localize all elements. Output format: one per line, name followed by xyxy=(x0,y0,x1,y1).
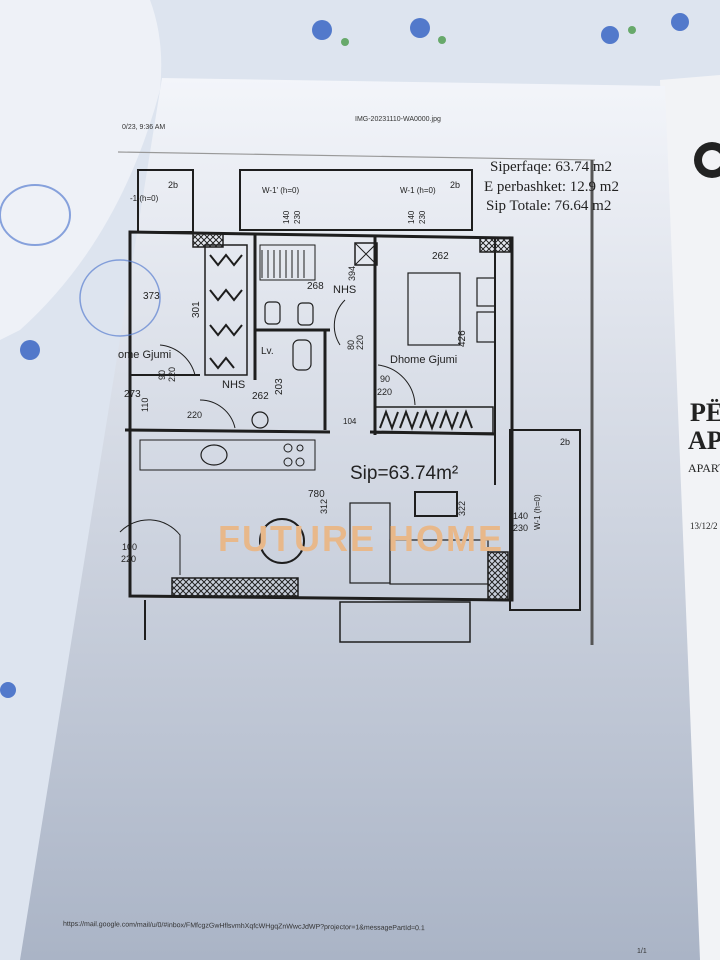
area-sip-totale: Sip Totale: 76.64 m2 xyxy=(486,198,612,214)
print-file-name: IMG-20231110-WA0000.jpg xyxy=(355,116,441,123)
right-background-document xyxy=(660,75,720,960)
dimension-label: 301 xyxy=(191,301,202,318)
dimension-label: 90 xyxy=(157,369,167,380)
room-bedroom-left: ome Gjumi xyxy=(118,349,172,361)
window-label: W-1' (h=0) xyxy=(262,186,300,195)
print-date: 0/23, 9:36 AM xyxy=(122,124,166,131)
window-label: W-1 (h=0) xyxy=(533,494,542,530)
dimension-label: 220 xyxy=(121,554,137,564)
window-label: -1 (h=0) xyxy=(130,194,159,203)
dimension-label: 268 xyxy=(307,281,324,292)
dimension-label: 373 xyxy=(143,291,160,302)
room-bedroom-right: Dhome Gjumi xyxy=(390,354,458,366)
bg-doc-subtitle: APART xyxy=(688,461,720,475)
dimension-label: 203 xyxy=(274,378,285,395)
room-bathroom-top: NHS xyxy=(333,284,357,296)
room-laundry: Lv. xyxy=(261,346,274,357)
room-bathroom-bottom: NHS xyxy=(222,379,246,391)
hatched-columns xyxy=(171,232,511,601)
dimension-label: 100 xyxy=(122,542,138,552)
dimension-label: 312 xyxy=(319,498,329,514)
dimension-label: 90 xyxy=(380,374,391,384)
area-e-perbashket: E perbashket: 12.9 m2 xyxy=(484,179,619,195)
dimension-label: 230 xyxy=(418,210,427,224)
dimension-label: 220 xyxy=(377,387,393,397)
dimension-label: 273 xyxy=(124,389,141,400)
bg-doc-title-line2: APA xyxy=(688,426,720,455)
dimension-label: 780 xyxy=(308,489,325,500)
window-label: W-1 (h=0) xyxy=(400,186,436,195)
bg-doc-title-line1: PËR xyxy=(690,398,720,427)
dimension-label: 426 xyxy=(457,330,468,347)
dimension-label: 140 xyxy=(282,210,291,224)
dimension-label: 140 xyxy=(513,511,529,521)
paper-sheet xyxy=(20,78,700,960)
watermark-text: FUTURE HOME xyxy=(218,518,504,559)
dimension-label: 262 xyxy=(252,391,269,402)
left-folded-paper xyxy=(0,0,162,340)
area-siperfaqe: Siperfaqe: 63.74 m2 xyxy=(490,159,613,175)
dimension-label: 140 xyxy=(407,210,416,224)
dimension-label: 230 xyxy=(293,210,302,224)
balcony-label: 2b xyxy=(560,437,571,447)
dimension-label: 262 xyxy=(432,251,449,262)
dimension-label: 220 xyxy=(167,366,177,382)
dimension-label: 322 xyxy=(457,500,467,516)
dimension-label: 230 xyxy=(513,523,529,533)
total-area-label: Sip=63.74m² xyxy=(350,463,459,484)
stamp-icon xyxy=(0,184,71,246)
dimension-label: 394 xyxy=(347,265,357,281)
balcony-label: 2b xyxy=(168,180,179,190)
bg-doc-date: 13/12/2 xyxy=(690,521,718,531)
print-page-number: 1/1 xyxy=(637,948,647,955)
dimension-label: 104 xyxy=(343,417,357,426)
dimension-label: 110 xyxy=(140,397,150,412)
balcony-label: 2b xyxy=(450,180,461,190)
dimension-label: 220 xyxy=(187,410,203,420)
dimension-label: 220 xyxy=(355,334,365,350)
